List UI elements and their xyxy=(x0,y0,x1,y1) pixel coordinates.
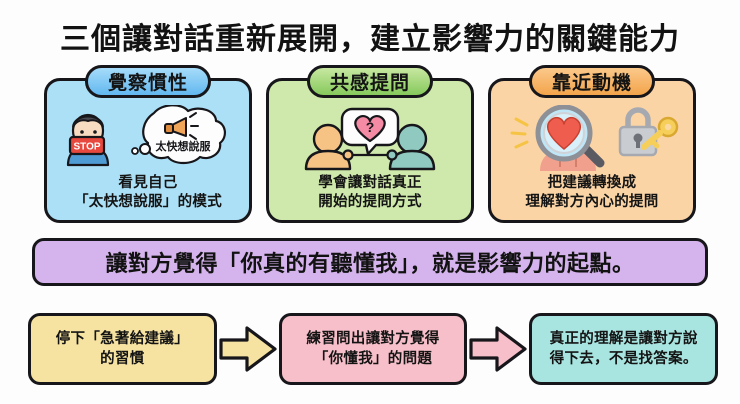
heart-icon xyxy=(547,117,581,150)
flow-arrow-2 xyxy=(467,323,529,375)
flow-step-1-line2: 的習慣 xyxy=(100,351,145,367)
key-message-banner-text: 讓對方覺得「你真的有聽懂我」，就是影響力的起點。 xyxy=(105,251,635,276)
flow-step-2-line1: 練習問出讓對方覺得 xyxy=(306,330,440,347)
card-empathy-question-caption-line2: 開始的提問方式 xyxy=(318,193,422,210)
card-approach-motive-caption: 把建議轉換成 理解對方內心的提問 xyxy=(491,174,693,212)
lock-icon xyxy=(618,107,658,157)
key-message-banner: 讓對方覺得「你真的有聽懂我」，就是影響力的起點。 xyxy=(32,238,708,286)
stop-sign-text: STOP xyxy=(73,142,100,153)
arrow-right-icon xyxy=(219,326,277,372)
flow-step-1[interactable]: 停下「急著給建議」 的習慣 xyxy=(28,313,217,385)
card-approach-motive[interactable]: 靠近動機 xyxy=(488,65,696,223)
person-left-icon xyxy=(304,123,354,171)
arrow-right-icon xyxy=(469,326,527,372)
flow-step-3[interactable]: 真正的理解是讓對方說 得下去，不是找答案。 xyxy=(529,313,719,385)
card-empathy-question-caption: 學會讓對話真正 開始的提問方式 xyxy=(269,174,471,212)
card-awareness[interactable]: 覺察慣性 xyxy=(44,65,252,223)
person-right-icon xyxy=(386,123,436,171)
flow-step-2[interactable]: 練習問出讓對方覺得 「你懂我」的問題 xyxy=(278,313,468,385)
sparkle-icon xyxy=(510,117,529,149)
card-awareness-pill: 覺察慣性 xyxy=(85,65,211,98)
card-empathy-question-pill: 共感提問 xyxy=(307,65,433,98)
flow-arrow-1 xyxy=(217,323,279,375)
card-approach-motive-pill-label: 靠近動機 xyxy=(551,73,632,94)
cards-row: 覺察慣性 xyxy=(44,65,696,223)
thought-bubble-text: 太快想說服 xyxy=(155,139,212,153)
page-title: 三個讓對話重新展開，建立影響力的關鍵能力 xyxy=(60,23,680,56)
question-mark-glyph: ? xyxy=(366,119,375,135)
card-empathy-question[interactable]: 共感提問 xyxy=(266,65,474,223)
card-empathy-question-caption-line1: 學會讓對話真正 xyxy=(318,174,422,191)
flow-row: 停下「急著給建議」 的習慣 練習問出讓對方覺得 「你懂我」的問題 真正的理解是讓… xyxy=(28,310,719,388)
stop-sign-icon: STOP xyxy=(68,135,106,156)
card-approach-motive-illustration xyxy=(491,105,693,173)
card-awareness-caption-line1: 看見自己 xyxy=(118,174,178,191)
flow-step-2-line2: 「你懂我」的問題 xyxy=(313,351,433,367)
card-empathy-question-illustration: ? xyxy=(269,105,471,173)
card-approach-motive-caption-line1: 把建議轉換成 xyxy=(547,174,637,191)
card-awareness-illustration: 太快想說服 STOP xyxy=(47,105,249,173)
flow-step-1-line1: 停下「急著給建議」 xyxy=(55,330,189,347)
card-approach-motive-pill: 靠近動機 xyxy=(529,65,655,98)
card-awareness-caption-line2: 「太快想說服」的模式 xyxy=(74,193,222,210)
flow-step-3-line2: 得下去，不是找答案。 xyxy=(549,351,698,367)
card-awareness-caption: 看見自己 「太快想說服」的模式 xyxy=(47,174,249,212)
card-approach-motive-caption-line2: 理解對方內心的提問 xyxy=(525,193,659,210)
megaphone-icon xyxy=(164,112,199,140)
flow-step-3-line1: 真正的理解是讓對方說 xyxy=(549,330,698,347)
key-icon xyxy=(641,116,679,150)
card-awareness-pill-label: 覺察慣性 xyxy=(107,73,188,94)
heart-question-icon: ? xyxy=(354,115,386,143)
card-empathy-question-pill-label: 共感提問 xyxy=(329,73,410,94)
